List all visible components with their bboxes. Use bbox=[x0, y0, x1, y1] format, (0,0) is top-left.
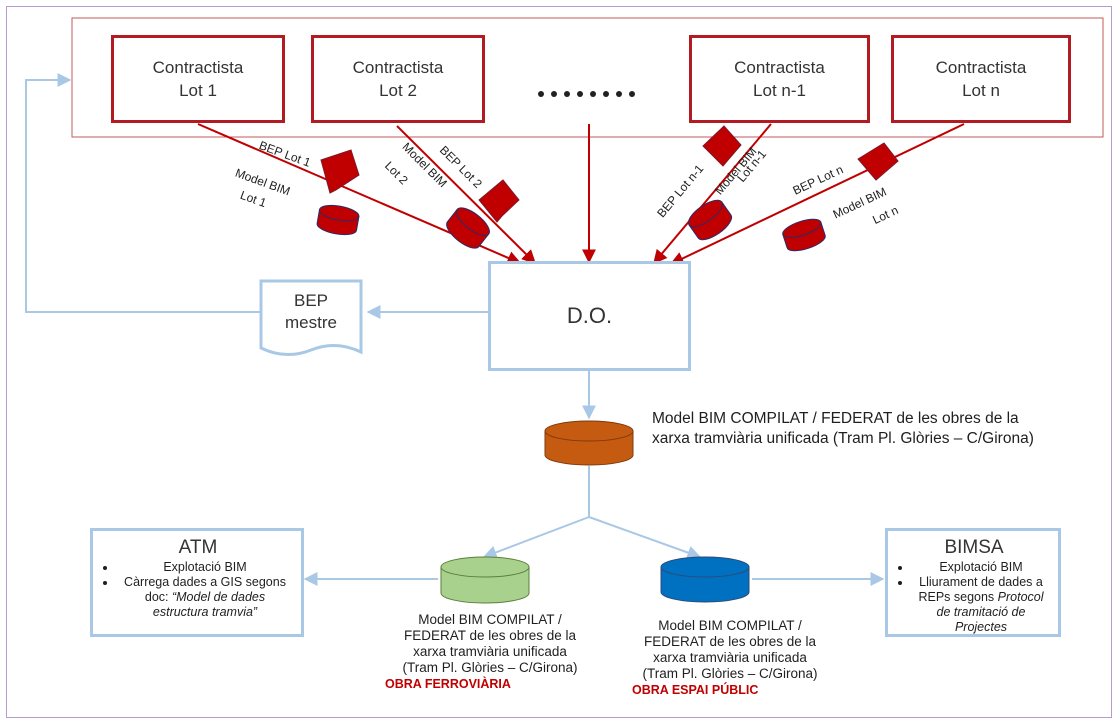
railway-model-caption: Model BIM COMPILAT / FEDERAT de les obre… bbox=[380, 612, 600, 692]
railway-caption-line-1: Model BIM COMPILAT / bbox=[418, 612, 562, 627]
public-caption-line-1: Model BIM COMPILAT / bbox=[658, 618, 802, 633]
bep-lot1-doc-icon bbox=[320, 149, 360, 194]
public-space-model-cylinder-icon bbox=[660, 556, 750, 603]
contractor-lot: Lot n bbox=[962, 81, 1000, 100]
bep-lot2-doc-icon bbox=[478, 179, 520, 223]
contractor-lot: Lot 2 bbox=[379, 81, 417, 100]
bimsa-item-1: Explotació BIM bbox=[912, 560, 1050, 575]
public-caption-line-4: (Tram Pl. Glòries – C/Girona) bbox=[642, 666, 818, 681]
railway-tag: OBRA FERROVIÀRIA bbox=[385, 677, 511, 691]
atm-title: ATM bbox=[178, 537, 218, 558]
public-space-tag: OBRA ESPAI PÚBLIC bbox=[632, 683, 759, 697]
atm-item-2-doc: “Model de dades estructura tramvia” bbox=[152, 590, 266, 619]
bimsa-item-2-doc: Protocol de tramitació de Projectes bbox=[936, 590, 1044, 634]
public-caption-line-2: FEDERAT de les obres de la bbox=[643, 634, 817, 649]
bimsa-title: BIMSA bbox=[944, 537, 1004, 558]
contractor-label: Contractista bbox=[734, 58, 825, 77]
contractor-label: Contractista bbox=[152, 58, 244, 77]
bep-lotn1-doc-icon bbox=[702, 125, 742, 167]
atm-list: Explotació BIM Càrrega dades a GIS segon… bbox=[103, 560, 293, 620]
bimsa-box: BIMSA Explotació BIM Lliurament de dades… bbox=[885, 528, 1061, 637]
railway-caption-line-2: FEDERAT de les obres de la bbox=[403, 628, 577, 643]
contractor-lot-n-1: Contractista Lot n-1 bbox=[689, 35, 870, 123]
contractor-label: Contractista bbox=[935, 58, 1027, 77]
bimsa-item-2: Lliurament de dades a REPs segons Protoc… bbox=[912, 575, 1050, 635]
model-bim-icons bbox=[316, 199, 826, 252]
contractor-lot-1: Contractista Lot 1 bbox=[111, 35, 285, 123]
bep-master-line1: BEP bbox=[293, 291, 329, 310]
bep-lotn-doc-icon bbox=[857, 142, 899, 181]
atm-box: ATM Explotació BIM Càrrega dades a GIS s… bbox=[90, 528, 304, 637]
railway-caption-line-4: (Tram Pl. Glòries – C/Girona) bbox=[402, 660, 578, 675]
public-space-model-caption: Model BIM COMPILAT / FEDERAT de les obre… bbox=[620, 618, 840, 698]
feedback-loop bbox=[25, 73, 488, 319]
do-box: D.O. bbox=[488, 261, 691, 371]
atm-item-2-text: Càrrega dades a GIS segons doc: bbox=[124, 575, 286, 604]
atm-item-2: Càrrega dades a GIS segons doc: “Model d… bbox=[117, 575, 293, 620]
federated-model-cylinder-icon bbox=[544, 420, 634, 466]
model-lotn-cylinder-icon bbox=[782, 218, 826, 252]
public-caption-line-3: xarxa tramviària unificada bbox=[653, 650, 807, 665]
ellipsis-dots bbox=[538, 91, 635, 97]
contractors-container bbox=[71, 17, 1104, 138]
model-lot2-cylinder-icon bbox=[446, 207, 490, 249]
federation-arrows bbox=[303, 370, 885, 586]
contractor-lot: Lot n-1 bbox=[753, 81, 806, 100]
atm-item-1: Explotació BIM bbox=[117, 560, 293, 575]
bimsa-item-2-text: Lliurament de dades a REPs segons bbox=[918, 575, 1043, 604]
model-lotn1-cylinder-icon bbox=[687, 199, 733, 241]
contractor-label: Contractista bbox=[352, 58, 444, 77]
bep-document-icons bbox=[320, 125, 899, 223]
bep-master-doc-icon bbox=[259, 279, 363, 356]
railway-caption-line-3: xarxa tramviària unificada bbox=[413, 644, 567, 659]
contractor-lot-2: Contractista Lot 2 bbox=[311, 35, 485, 123]
railway-model-cylinder-icon bbox=[440, 556, 530, 604]
contractor-lot-n: Contractista Lot n bbox=[891, 35, 1071, 123]
slide-frame bbox=[6, 6, 1112, 718]
bimsa-list: Explotació BIM Lliurament de dades a REP… bbox=[898, 560, 1050, 635]
lot-to-do-arrows bbox=[197, 123, 965, 265]
contractor-lot: Lot 1 bbox=[179, 81, 217, 100]
model-lot1-cylinder-icon bbox=[316, 204, 360, 236]
bep-master-label: BEP mestre bbox=[261, 284, 361, 340]
federated-model-text: Model BIM COMPILAT / FEDERAT de les obre… bbox=[652, 410, 1034, 447]
do-label: D.O. bbox=[566, 303, 613, 328]
bep-master-line2: mestre bbox=[285, 313, 337, 332]
